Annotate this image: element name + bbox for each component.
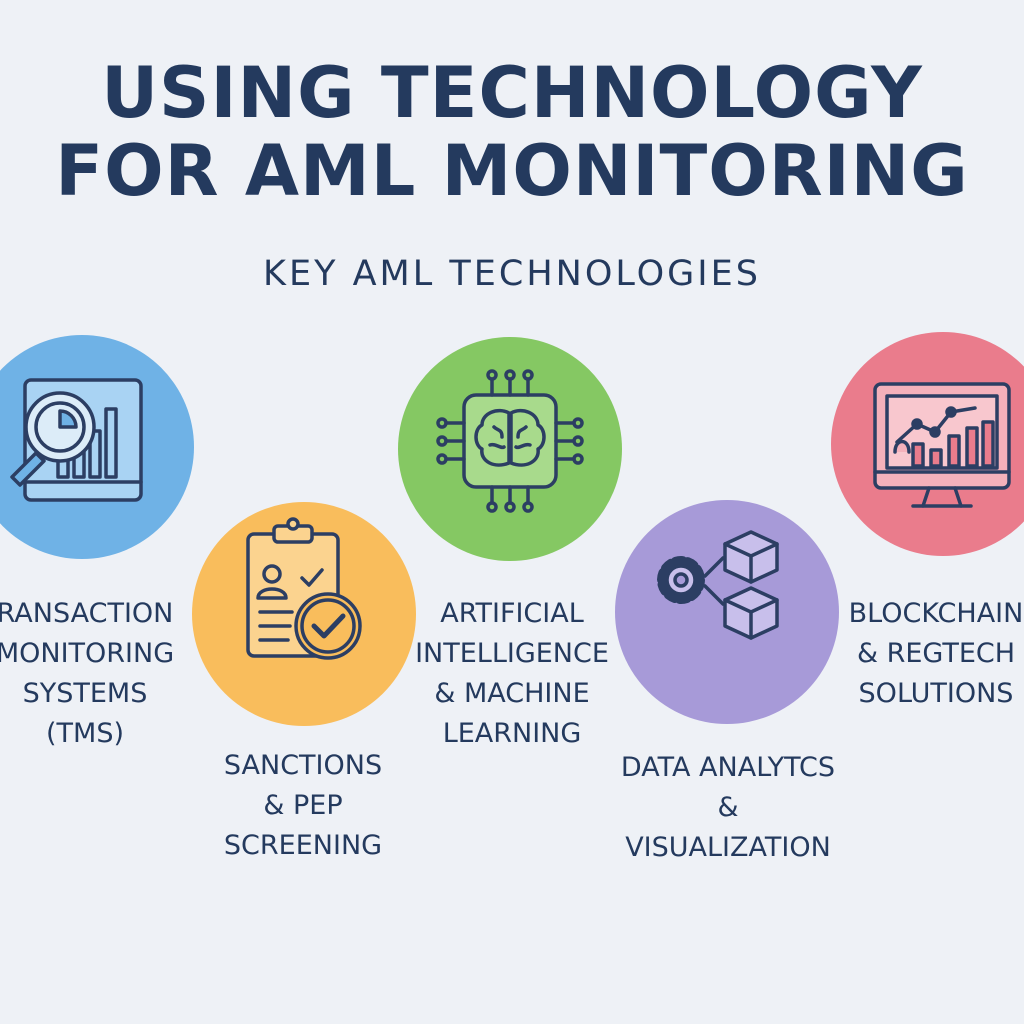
tms-label: RANSACTION MONITORING SYSTEMS (TMS) [0,594,190,754]
magnifier-bar-chart-icon [10,378,143,502]
data-analytics-circle [615,500,839,724]
sanctions-circle [192,502,416,726]
tms-label-line-3: SYSTEMS [22,678,148,709]
page-title-line-1: USING TECHNOLOGY [101,52,923,134]
blockchain-circle [831,332,1024,556]
blockchain-label-line-3: SOLUTIONS [858,678,1014,709]
blockchain-label-line-2: & REGTECH [856,638,1016,669]
sanctions-label: SANCTIONS & PEP SCREENING [198,746,408,866]
blockchain-label-line-1: BLOCKCHAIN [848,598,1024,629]
sanctions-label-line-3: SCREENING [223,830,383,861]
page-title-line-2: FOR AML MONITORING [55,130,969,212]
ai-ml-label-line-2: INTELLIGENCE [415,638,609,669]
ai-ml-label-line-3: & MACHINE [434,678,590,709]
ai-ml-label-line-4: LEARNING [442,718,582,749]
tms-label-line-2: MONITORING [0,638,175,669]
tms-label-line-4: (TMS) [46,718,124,749]
tms-circle [0,335,194,559]
ai-ml-label: ARTIFICIAL INTELLIGENCE & MACHINE LEARNI… [405,594,619,754]
monitor-chart-icon [873,382,1011,508]
gear-cubes-icon [657,530,779,640]
section-subtitle: KEY AML TECHNOLOGIES [263,254,761,294]
sanctions-label-line-1: SANCTIONS [223,750,383,781]
data-analytics-label-line-1: DATA ANALYTCS [620,752,836,783]
ai-ml-circle [398,337,622,561]
ai-ml-label-line-1: ARTIFICIAL [440,598,584,629]
data-analytics-label: DATA ANALYTCS & VISUALIZATION [598,748,858,868]
tms-label-line-1: RANSACTION [0,598,174,629]
data-analytics-label-line-3: VISUALIZATION [625,832,831,863]
brain-chip-icon [436,369,584,513]
blockchain-label: BLOCKCHAIN & REGTECH SOLUTIONS [836,594,1024,714]
data-analytics-label-line-2: & [717,792,739,823]
clipboard-check-icon [246,517,362,660]
sanctions-label-line-2: & PEP [263,790,343,821]
